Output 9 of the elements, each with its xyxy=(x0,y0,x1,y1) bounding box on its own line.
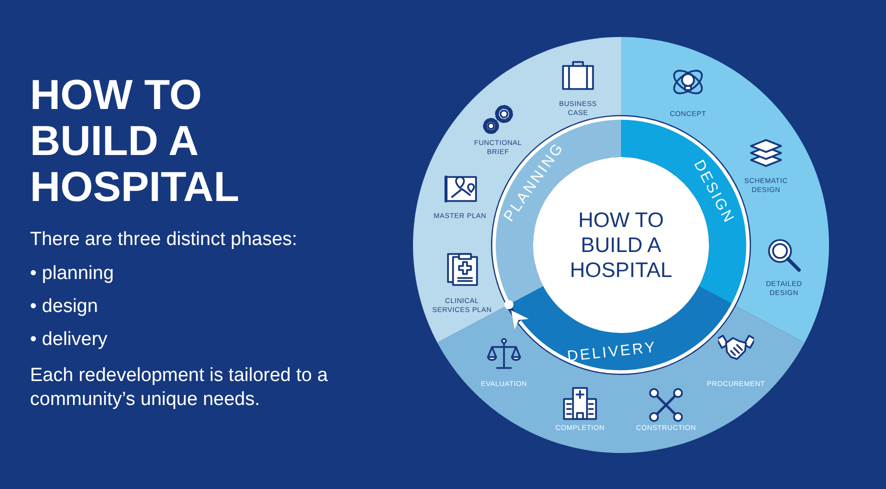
cycle-arrow xyxy=(492,116,750,374)
bullet-item: • planning xyxy=(30,262,114,286)
phase-label: DELIVERY xyxy=(566,338,658,365)
title: HOW TO BUILD A HOSPITAL xyxy=(30,72,240,210)
center-title: HOW TO BUILD A HOSPITAL xyxy=(568,208,674,282)
bullet-item: • delivery xyxy=(30,328,108,352)
description-text: Each redevelopment is tailored to a community’s unique needs. xyxy=(30,364,329,412)
description-text: There are three distinct phases: xyxy=(30,228,298,252)
bullet-item: • design xyxy=(30,295,98,319)
